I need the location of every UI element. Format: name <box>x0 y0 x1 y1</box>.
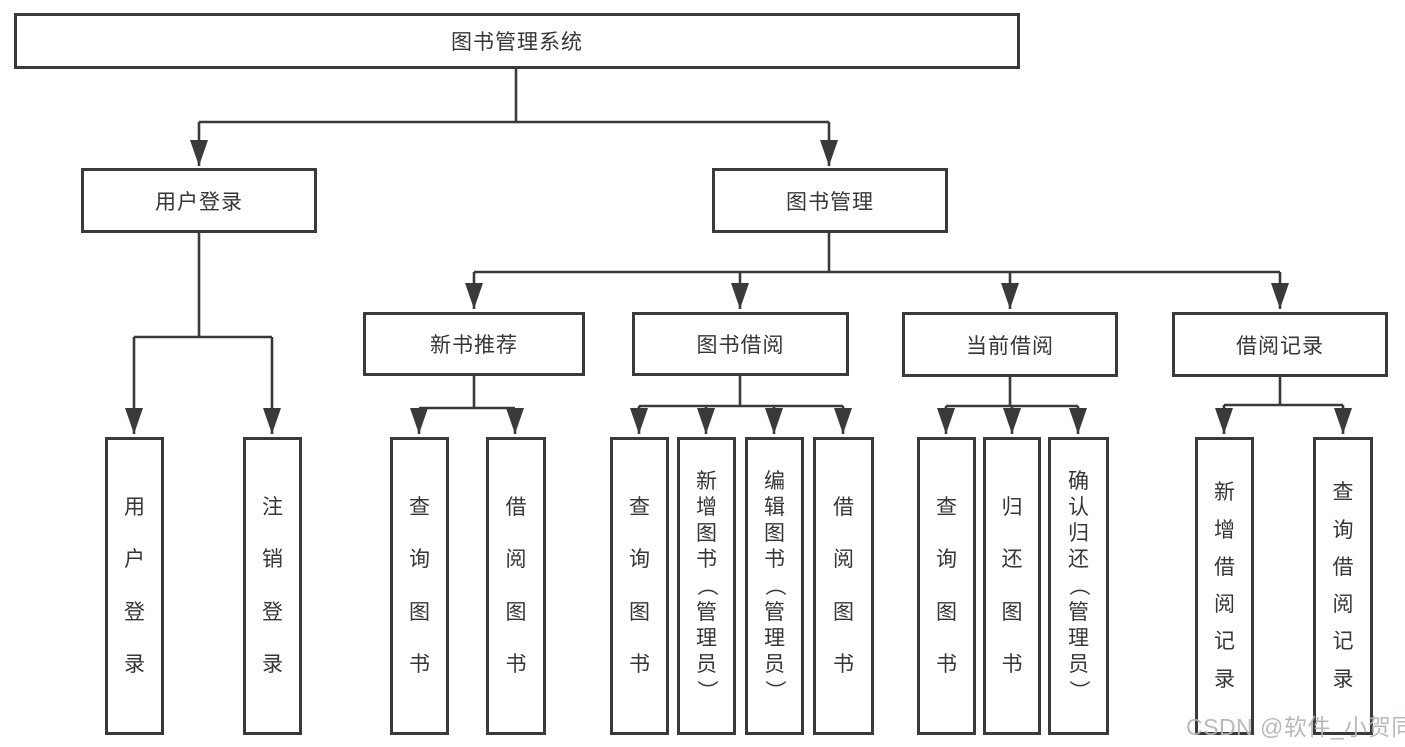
node-label: 借阅记录 <box>1236 334 1324 358</box>
leaf-query-books: 查询图书 <box>390 437 449 735</box>
node-new-book-recommend: 新书推荐 <box>363 312 585 376</box>
node-user-login-branch: 用户登录 <box>81 168 317 233</box>
node-book-borrow: 图书借阅 <box>632 312 849 376</box>
node-label: 当前借阅 <box>966 334 1054 358</box>
node-current-borrow: 当前借阅 <box>902 312 1118 377</box>
node-book-management-branch: 图书管理 <box>712 168 948 233</box>
leaf-add-books-admin: 新增图书（管理员） <box>677 437 736 735</box>
leaf-return-books: 归还图书 <box>983 437 1041 735</box>
leaf-add-borrow-record: 新增借阅记录 <box>1195 437 1254 735</box>
leaf-borrow-books: 借阅图书 <box>486 437 546 735</box>
node-library-management-system: 图书管理系统 <box>14 13 1020 69</box>
leaf-query-books: 查询图书 <box>917 437 976 735</box>
node-label: 用户登录 <box>155 190 243 214</box>
leaf-query-books: 查询图书 <box>610 437 669 735</box>
node-label: 图书管理系统 <box>451 31 583 54</box>
leaf-logout: 注销登录 <box>243 437 302 735</box>
leaf-borrow-books: 借阅图书 <box>813 437 874 735</box>
leaf-user-login: 用户登录 <box>105 437 164 735</box>
node-label: 图书管理 <box>786 190 874 214</box>
leaf-query-borrow-record: 查询借阅记录 <box>1313 437 1373 735</box>
node-borrow-records: 借阅记录 <box>1172 312 1388 377</box>
node-label: 新书推荐 <box>430 334 518 357</box>
leaf-confirm-return-admin: 确认归还（管理员） <box>1048 437 1109 735</box>
leaf-edit-books-admin: 编辑图书（管理员） <box>745 437 804 735</box>
csdn-watermark: CSDN @软件_小贺同学 <box>1186 714 1405 740</box>
node-label: 图书借阅 <box>696 334 785 357</box>
